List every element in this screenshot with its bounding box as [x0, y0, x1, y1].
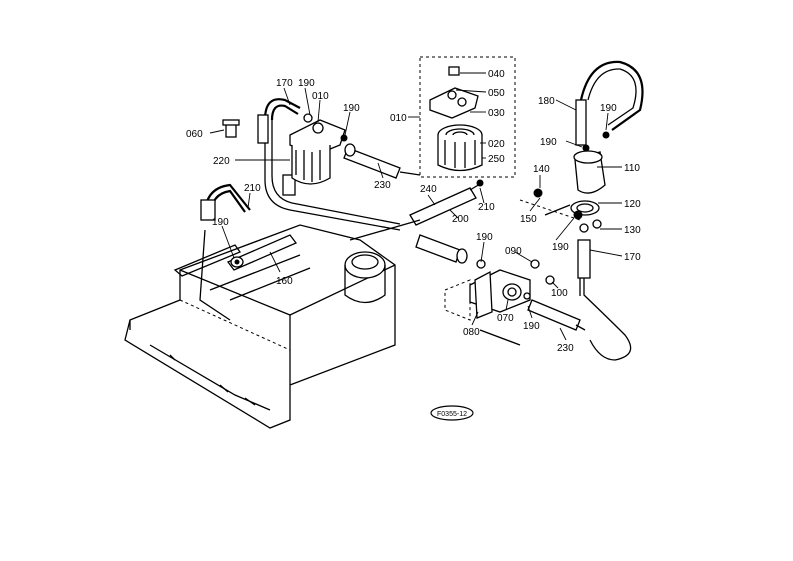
part-label-090: 090	[505, 246, 522, 257]
part-label-130: 130	[624, 225, 641, 236]
part-label-160: 160	[276, 276, 293, 287]
part-label-250: 250	[488, 154, 505, 165]
fuel-pipe-240	[349, 179, 484, 264]
part-label-210-center: 210	[478, 202, 495, 213]
part-label-140: 140	[533, 164, 550, 175]
part-label-150: 150	[520, 214, 537, 225]
part-label-050: 050	[488, 88, 505, 99]
part-label-190-filter: 190	[343, 103, 360, 114]
part-label-200: 200	[452, 214, 469, 225]
part-label-040: 040	[488, 69, 505, 80]
sediment-filter-110	[519, 150, 606, 233]
part-label-190-right-top: 190	[600, 103, 617, 114]
fuel-hoses	[199, 98, 401, 321]
leader-lines	[209, 72, 623, 341]
part-label-080: 080	[463, 327, 480, 338]
part-label-190-top: 190	[298, 78, 315, 89]
part-label-020: 020	[488, 139, 505, 150]
part-label-010: 010	[312, 91, 329, 102]
part-label-240: 240	[420, 184, 437, 195]
part-label-060: 060	[186, 129, 203, 140]
part-label-110: 110	[624, 163, 640, 174]
part-label-190-pump: 190	[523, 321, 540, 332]
fuel-pump	[444, 259, 555, 346]
diagram-code: F0355-12	[437, 411, 467, 418]
part-label-010-inset: 010	[390, 113, 407, 124]
part-label-190-center: 190	[476, 232, 493, 243]
filter-detail-inset	[419, 56, 516, 178]
part-label-210-left: 210	[244, 183, 261, 194]
part-label-190-right-mid: 190	[540, 137, 557, 148]
right-fuel-hoses	[575, 60, 644, 361]
part-label-120: 120	[624, 199, 641, 210]
part-label-180: 180	[538, 96, 555, 107]
part-label-190-right-low: 190	[552, 242, 569, 253]
part-label-170-left: 170	[276, 78, 293, 89]
part-label-230-right: 230	[557, 343, 574, 354]
fuel-pipe-230-right	[527, 299, 586, 331]
part-label-030: 030	[488, 108, 505, 119]
fuel-tank	[124, 224, 396, 429]
part-label-100: 100	[551, 288, 568, 299]
part-label-070: 070	[497, 313, 514, 324]
tank-outlet-pipe	[226, 234, 298, 271]
part-labels: 040 050 030 020 250 010 170 190 010 190 …	[186, 69, 641, 354]
part-label-230-left: 230	[374, 180, 391, 191]
part-label-170-right: 170	[624, 252, 641, 263]
diagram-code-badge: F0355-12	[430, 405, 474, 421]
fuel-filter-assembly	[222, 113, 348, 185]
fuel-pipe-230-left	[343, 143, 421, 179]
part-label-220: 220	[213, 156, 230, 167]
part-label-190-left: 190	[212, 217, 229, 228]
